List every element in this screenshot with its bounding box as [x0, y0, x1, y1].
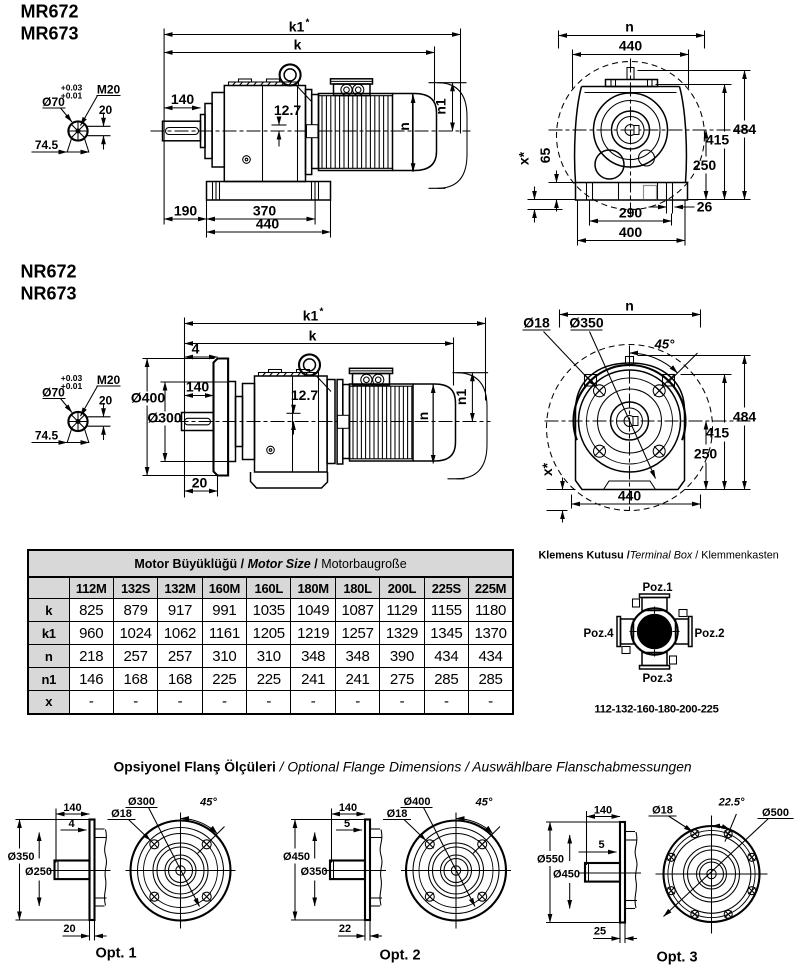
svg-text:Ø350: Ø350 — [569, 315, 603, 331]
svg-text:22.5°: 22.5° — [718, 797, 745, 809]
svg-text:Poz.1: Poz.1 — [643, 582, 674, 594]
svg-text:25: 25 — [594, 926, 606, 938]
svg-text:n: n — [625, 298, 634, 314]
svg-text:484: 484 — [733, 121, 757, 137]
svg-text:415: 415 — [706, 425, 730, 441]
svg-text:140: 140 — [594, 805, 612, 817]
svg-text:Klemens Kutusu /Terminal Box /: Klemens Kutusu /Terminal Box / Klemmenka… — [539, 550, 779, 562]
svg-text:n1: n1 — [433, 98, 449, 115]
svg-text:484: 484 — [733, 409, 757, 425]
svg-text:x*: x* — [539, 462, 555, 476]
svg-text:12.7: 12.7 — [291, 387, 318, 403]
svg-text:k: k — [294, 37, 302, 53]
svg-text:140: 140 — [171, 91, 195, 107]
svg-text:Poz.4: Poz.4 — [584, 628, 615, 640]
svg-text:Poz.2: Poz.2 — [695, 628, 725, 640]
svg-text:5: 5 — [344, 818, 350, 830]
svg-text:45°: 45° — [199, 797, 217, 809]
svg-text:Ø300: Ø300 — [128, 796, 155, 808]
svg-text:M20: M20 — [97, 83, 121, 97]
svg-text:Ø250: Ø250 — [25, 866, 52, 878]
svg-text:Ø400: Ø400 — [404, 796, 431, 808]
svg-text:140: 140 — [63, 802, 81, 814]
svg-text:140: 140 — [186, 379, 210, 395]
svg-text:5: 5 — [598, 839, 604, 851]
svg-text:20: 20 — [63, 923, 75, 935]
svg-text:MR673: MR673 — [21, 24, 79, 44]
svg-text:4: 4 — [68, 818, 75, 830]
svg-text:440: 440 — [256, 216, 280, 232]
svg-text:20: 20 — [192, 475, 208, 491]
svg-text:NR673: NR673 — [21, 284, 77, 304]
svg-text:4: 4 — [192, 341, 200, 357]
svg-text:Ø450: Ø450 — [283, 851, 310, 863]
svg-text:20: 20 — [99, 103, 113, 117]
svg-text:+0.03: +0.03 — [61, 83, 83, 93]
svg-text:26: 26 — [697, 199, 713, 215]
svg-text:Ø70: Ø70 — [42, 95, 65, 109]
svg-text:250: 250 — [693, 157, 717, 173]
svg-text:n1: n1 — [453, 389, 469, 406]
svg-text:140: 140 — [339, 802, 357, 814]
svg-text:*: * — [320, 307, 324, 318]
svg-text:Ø18: Ø18 — [387, 808, 408, 820]
svg-text:k1: k1 — [289, 19, 305, 35]
svg-text:Ø500: Ø500 — [762, 807, 789, 819]
svg-text:Opt. 2: Opt. 2 — [379, 948, 420, 964]
svg-text:415: 415 — [706, 132, 730, 148]
svg-text:Ø18: Ø18 — [652, 805, 673, 817]
svg-text:Opt. 1: Opt. 1 — [95, 946, 136, 962]
svg-text:NR672: NR672 — [21, 262, 77, 282]
svg-text:22: 22 — [339, 923, 351, 935]
svg-text:440: 440 — [618, 488, 642, 504]
svg-text:n: n — [415, 412, 431, 421]
svg-text:65: 65 — [537, 148, 553, 164]
svg-text:45°: 45° — [475, 797, 493, 809]
svg-text:400: 400 — [619, 224, 643, 240]
svg-text:Ø350: Ø350 — [8, 851, 35, 863]
svg-text:45°: 45° — [654, 337, 675, 352]
svg-text:112-132-160-180-200-225: 112-132-160-180-200-225 — [594, 704, 718, 716]
svg-text:Ø450: Ø450 — [553, 869, 580, 881]
svg-text:440: 440 — [619, 38, 643, 54]
svg-text:Opsiyonel Flanş Ölçüleri / Opt: Opsiyonel Flanş Ölçüleri / Optional Flan… — [114, 759, 692, 775]
svg-text:290: 290 — [619, 205, 643, 221]
svg-text:MR672: MR672 — [21, 2, 79, 22]
svg-text:Ø18: Ø18 — [523, 315, 550, 331]
svg-text:n: n — [625, 19, 634, 35]
svg-text:Ø550: Ø550 — [537, 854, 564, 866]
svg-text:x*: x* — [516, 151, 532, 165]
svg-text:Ø18: Ø18 — [111, 808, 132, 820]
svg-text:250: 250 — [694, 446, 718, 462]
svg-text:k: k — [309, 328, 317, 344]
svg-text:+0.01: +0.01 — [61, 91, 83, 101]
svg-text:Ø300: Ø300 — [147, 410, 181, 426]
svg-text:Ø400: Ø400 — [131, 390, 165, 406]
svg-text:*: * — [306, 18, 310, 29]
svg-text:190: 190 — [174, 203, 198, 219]
svg-text:74.5: 74.5 — [35, 138, 59, 152]
svg-text:12.7: 12.7 — [274, 102, 301, 118]
svg-text:370: 370 — [253, 203, 277, 219]
svg-text:k1: k1 — [303, 308, 319, 324]
svg-text:n: n — [396, 122, 412, 131]
svg-text:Opt. 3: Opt. 3 — [656, 950, 697, 966]
svg-text:Ø350: Ø350 — [301, 866, 328, 878]
svg-text:Poz.3: Poz.3 — [643, 673, 673, 685]
